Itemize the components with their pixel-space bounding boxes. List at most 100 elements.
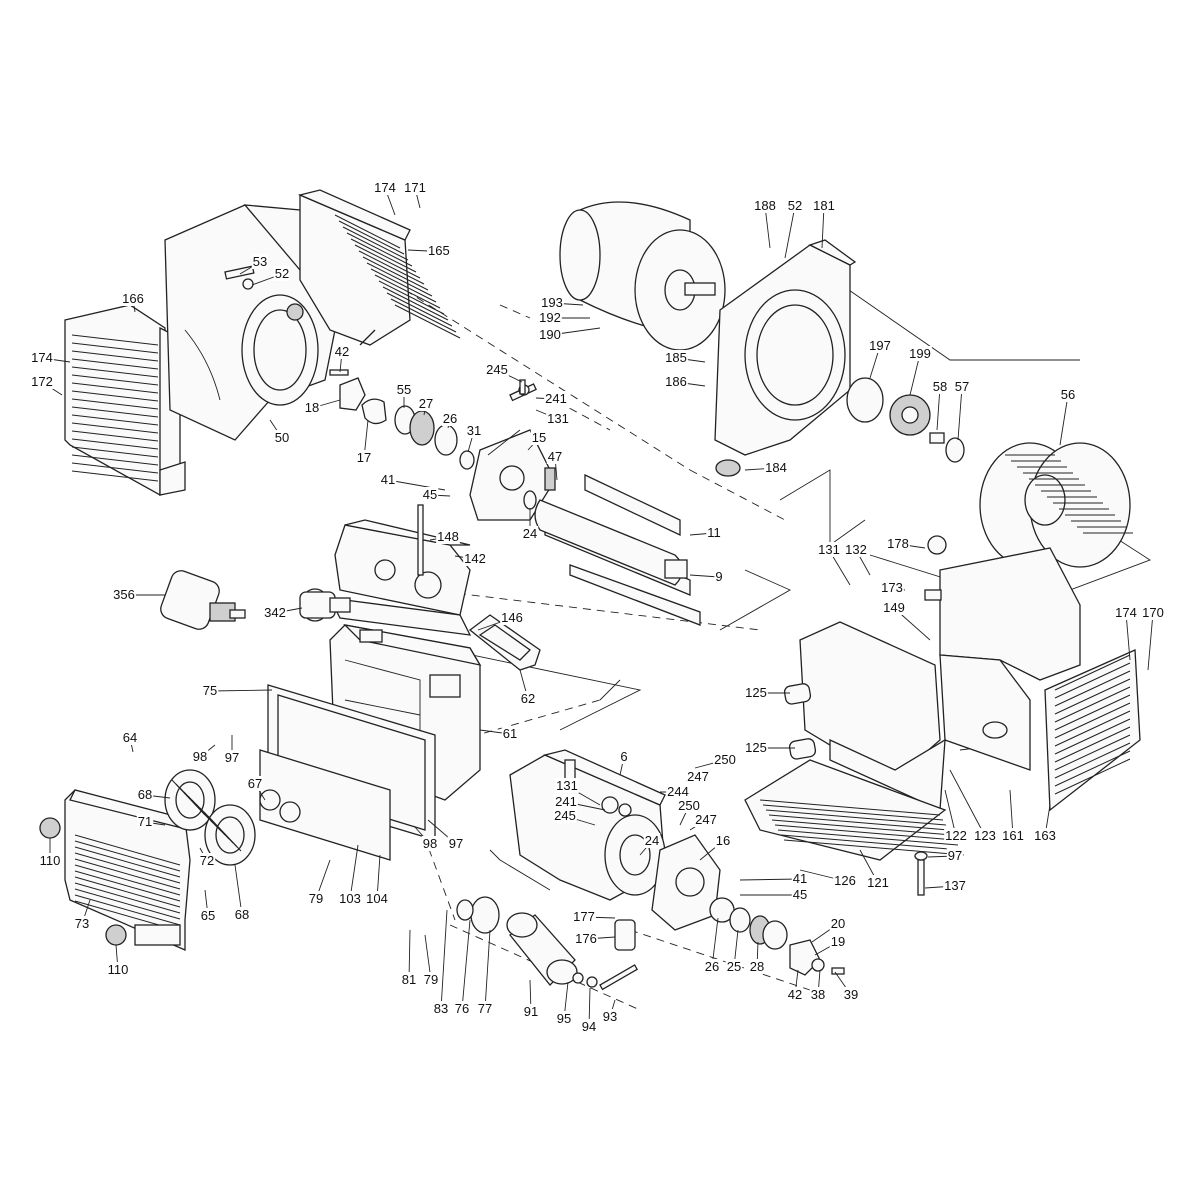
callout-label-197: 197 (869, 338, 891, 353)
callout-label-131: 131 (547, 411, 569, 426)
oil-cooler (744, 621, 965, 861)
callout-label-backdrop (422, 972, 440, 987)
callout-label-50: 50 (275, 430, 289, 445)
callout-leader-line (234, 864, 243, 916)
cooling-fin (74, 834, 181, 866)
callout-label-backdrop (476, 1001, 494, 1016)
callout-label-backdrop (121, 730, 139, 745)
callout-label-68: 68 (235, 907, 249, 922)
callout-label-backdrop (246, 776, 264, 791)
cooling-fin (74, 858, 181, 890)
callout-label-39: 39 (844, 987, 858, 1002)
cooling-fin (71, 350, 159, 362)
callout-label-41: 41 (793, 871, 807, 886)
cooling-fin (74, 882, 181, 914)
callout-label-41: 41 (381, 472, 395, 487)
cooling-fin (1054, 750, 1131, 787)
callout-label-backdrop (744, 685, 768, 700)
callout-label-52: 52 (788, 198, 802, 213)
callout-label-backdrop (463, 551, 487, 566)
callout-label-backdrop (666, 784, 690, 799)
cooling-fin (1054, 734, 1131, 771)
callout-label-27: 27 (419, 396, 433, 411)
callout-label-77: 77 (478, 1001, 492, 1016)
callout-label-16: 16 (716, 833, 730, 848)
callout-label-backdrop (809, 987, 827, 1002)
callout-label-backdrop (973, 828, 997, 843)
callout-label-backdrop (540, 295, 564, 310)
callout-label-backdrop (833, 873, 857, 888)
callout-label-backdrop (447, 836, 465, 851)
callout-label-188: 188 (754, 198, 776, 213)
callout-label-247: 247 (687, 769, 709, 784)
callout-label-backdrop (38, 853, 62, 868)
callout-label-177: 177 (573, 909, 595, 924)
cooling-fin (1054, 742, 1131, 779)
callout-label-backdrop (191, 749, 209, 764)
cooling-fin (74, 876, 181, 908)
callout-label-backdrop (403, 180, 427, 195)
callout-label-137: 137 (944, 878, 966, 893)
callout-label-backdrop (333, 344, 351, 359)
callout-label-backdrop (844, 542, 868, 557)
mounting-brackets (783, 535, 947, 896)
shaft-seal-parts (224, 265, 475, 470)
callout-label-146: 146 (501, 610, 523, 625)
callout-label-backdrop (866, 875, 890, 890)
callout-label-backdrop (953, 379, 971, 394)
cooling-fin (338, 220, 405, 255)
oil-filter (456, 896, 639, 991)
callout-leader-line (1059, 394, 1069, 446)
callout-label-24: 24 (523, 526, 537, 541)
callout-label-backdrop (554, 794, 578, 809)
callout-label-94: 94 (582, 1019, 596, 1034)
cooling-fin (74, 870, 181, 902)
callout-label-245: 245 (486, 362, 508, 377)
cooling-fin (1054, 662, 1131, 699)
callout-label-356: 356 (113, 587, 135, 602)
callout-label-backdrop (572, 909, 596, 924)
callout-label-backdrop (273, 430, 291, 445)
cooling-fin (71, 438, 159, 450)
callout-label-170: 170 (1142, 605, 1164, 620)
cooling-fin (771, 819, 953, 836)
callout-label-174: 174 (374, 180, 396, 195)
callout-label-176: 176 (575, 931, 597, 946)
callout-label-97: 97 (948, 848, 962, 863)
callout-label-backdrop (703, 959, 721, 974)
callout-leader-line (407, 249, 429, 252)
front-grille-cover (64, 304, 186, 496)
callout-label-backdrop (307, 891, 325, 906)
callout-label-backdrop (764, 460, 788, 475)
callout-label-backdrop (868, 338, 892, 353)
callout-label-25: 25 (727, 959, 741, 974)
callout-leader-line (936, 386, 941, 431)
callout-label-backdrop (677, 798, 701, 813)
cooling-fin (1054, 702, 1131, 739)
callout-leader-line (784, 205, 796, 259)
callout-label-backdrop (453, 1001, 471, 1016)
callout-label-backdrop (791, 887, 809, 902)
callout-label-backdrop (714, 569, 724, 584)
callout-label-backdrop (121, 291, 145, 306)
callout-label-20: 20 (831, 916, 845, 931)
cooling-fin (783, 839, 965, 856)
callout-label-65: 65 (201, 908, 215, 923)
callout-label-79: 79 (424, 972, 438, 987)
cooling-fin (71, 470, 159, 482)
callout-label-9: 9 (715, 569, 722, 584)
callout-label-backdrop (829, 916, 847, 931)
callout-label-165: 165 (428, 243, 450, 258)
callout-label-backdrop (601, 1009, 619, 1024)
callout-label-backdrop (373, 180, 397, 195)
cooling-fin (74, 846, 181, 878)
callout-label-185: 185 (665, 350, 687, 365)
cooling-fin (370, 268, 437, 303)
callout-label-backdrop (198, 853, 216, 868)
callout-label-57: 57 (955, 379, 969, 394)
cooling-fin (374, 274, 441, 309)
callout-label-backdrop (686, 769, 710, 784)
callout-label-backdrop (880, 580, 904, 595)
callout-label-backdrop (882, 600, 906, 615)
callout-label-backdrop (664, 350, 688, 365)
